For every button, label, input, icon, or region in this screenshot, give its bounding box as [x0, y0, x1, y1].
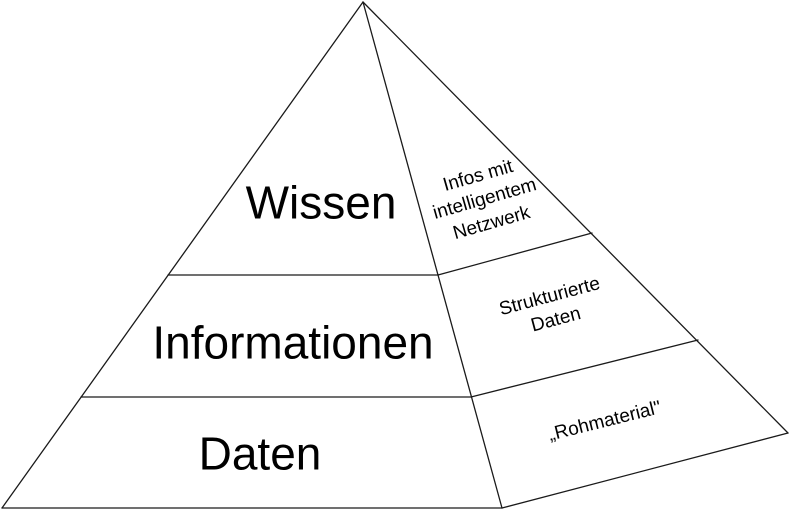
pyramid-side-bottom-edge	[501, 432, 789, 509]
side-divider-top	[437, 232, 593, 276]
pyramid-right-edge	[362, 1, 789, 434]
pyramid-center-edge	[362, 1, 503, 509]
pyramid-left-edge	[1, 1, 364, 509]
side-divider-middle	[470, 339, 699, 398]
level-label-daten: Daten	[198, 427, 322, 480]
level-label-informationen: Informationen	[152, 316, 434, 369]
level-label-wissen: Wissen	[245, 176, 397, 229]
